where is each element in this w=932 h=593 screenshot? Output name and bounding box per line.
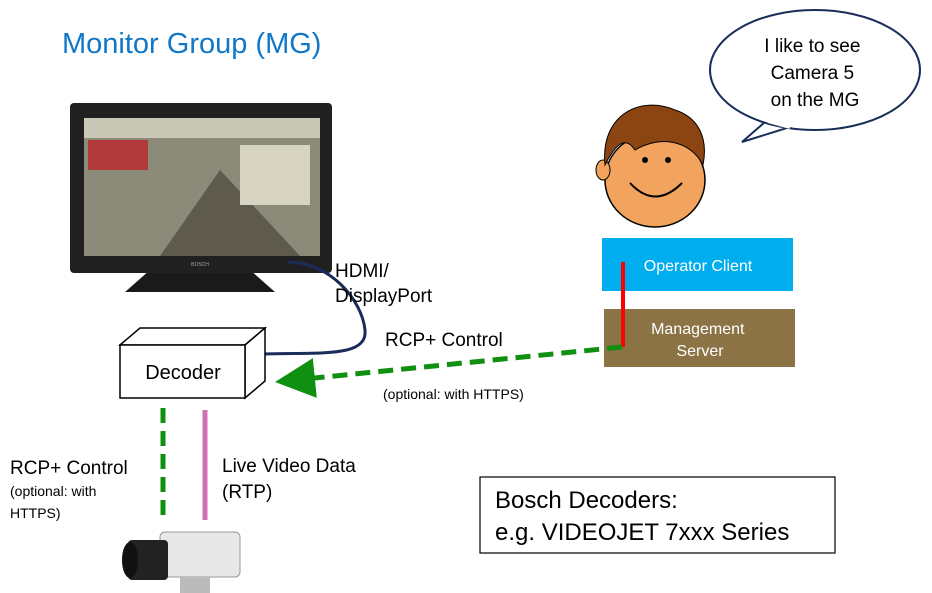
monitor: BOSCH: [70, 103, 332, 292]
management-server-label: Management Server: [651, 321, 749, 360]
rcp-left-note: (optional: with HTTPS): [10, 483, 100, 521]
hdmi-cable: [261, 260, 367, 356]
operator-client-box: [602, 238, 793, 291]
info-box-text: Bosch Decoders: e.g. VIDEOJET 7xxx Serie…: [495, 487, 789, 546]
speech-text: I like to see Camera 5 on the MG: [764, 36, 865, 111]
decoder-label: Decoder: [145, 362, 221, 384]
decoder-box: Decoder: [117, 326, 268, 400]
rcp-top-label: RCP+ Control: [385, 330, 503, 351]
page-title: Monitor Group (MG): [62, 28, 321, 60]
rcp-top-note: (optional: with HTTPS): [383, 386, 524, 402]
camera: [122, 531, 241, 593]
hdmi-label: HDMI/ DisplayPort: [335, 261, 433, 307]
rcp-left-label: RCP+ Control: [10, 458, 128, 479]
operator-client-label: Operator Client: [644, 258, 753, 275]
monitor-brand: BOSCH: [191, 262, 209, 268]
info-box: [479, 476, 836, 554]
operator-face-icon: [595, 104, 706, 228]
speech-bubble: I like to see Camera 5 on the MG: [709, 9, 921, 143]
management-server-box: [604, 309, 795, 367]
rcp-control-arrow: [275, 344, 623, 398]
live-video-label: Live Video Data (RTP): [222, 456, 361, 503]
